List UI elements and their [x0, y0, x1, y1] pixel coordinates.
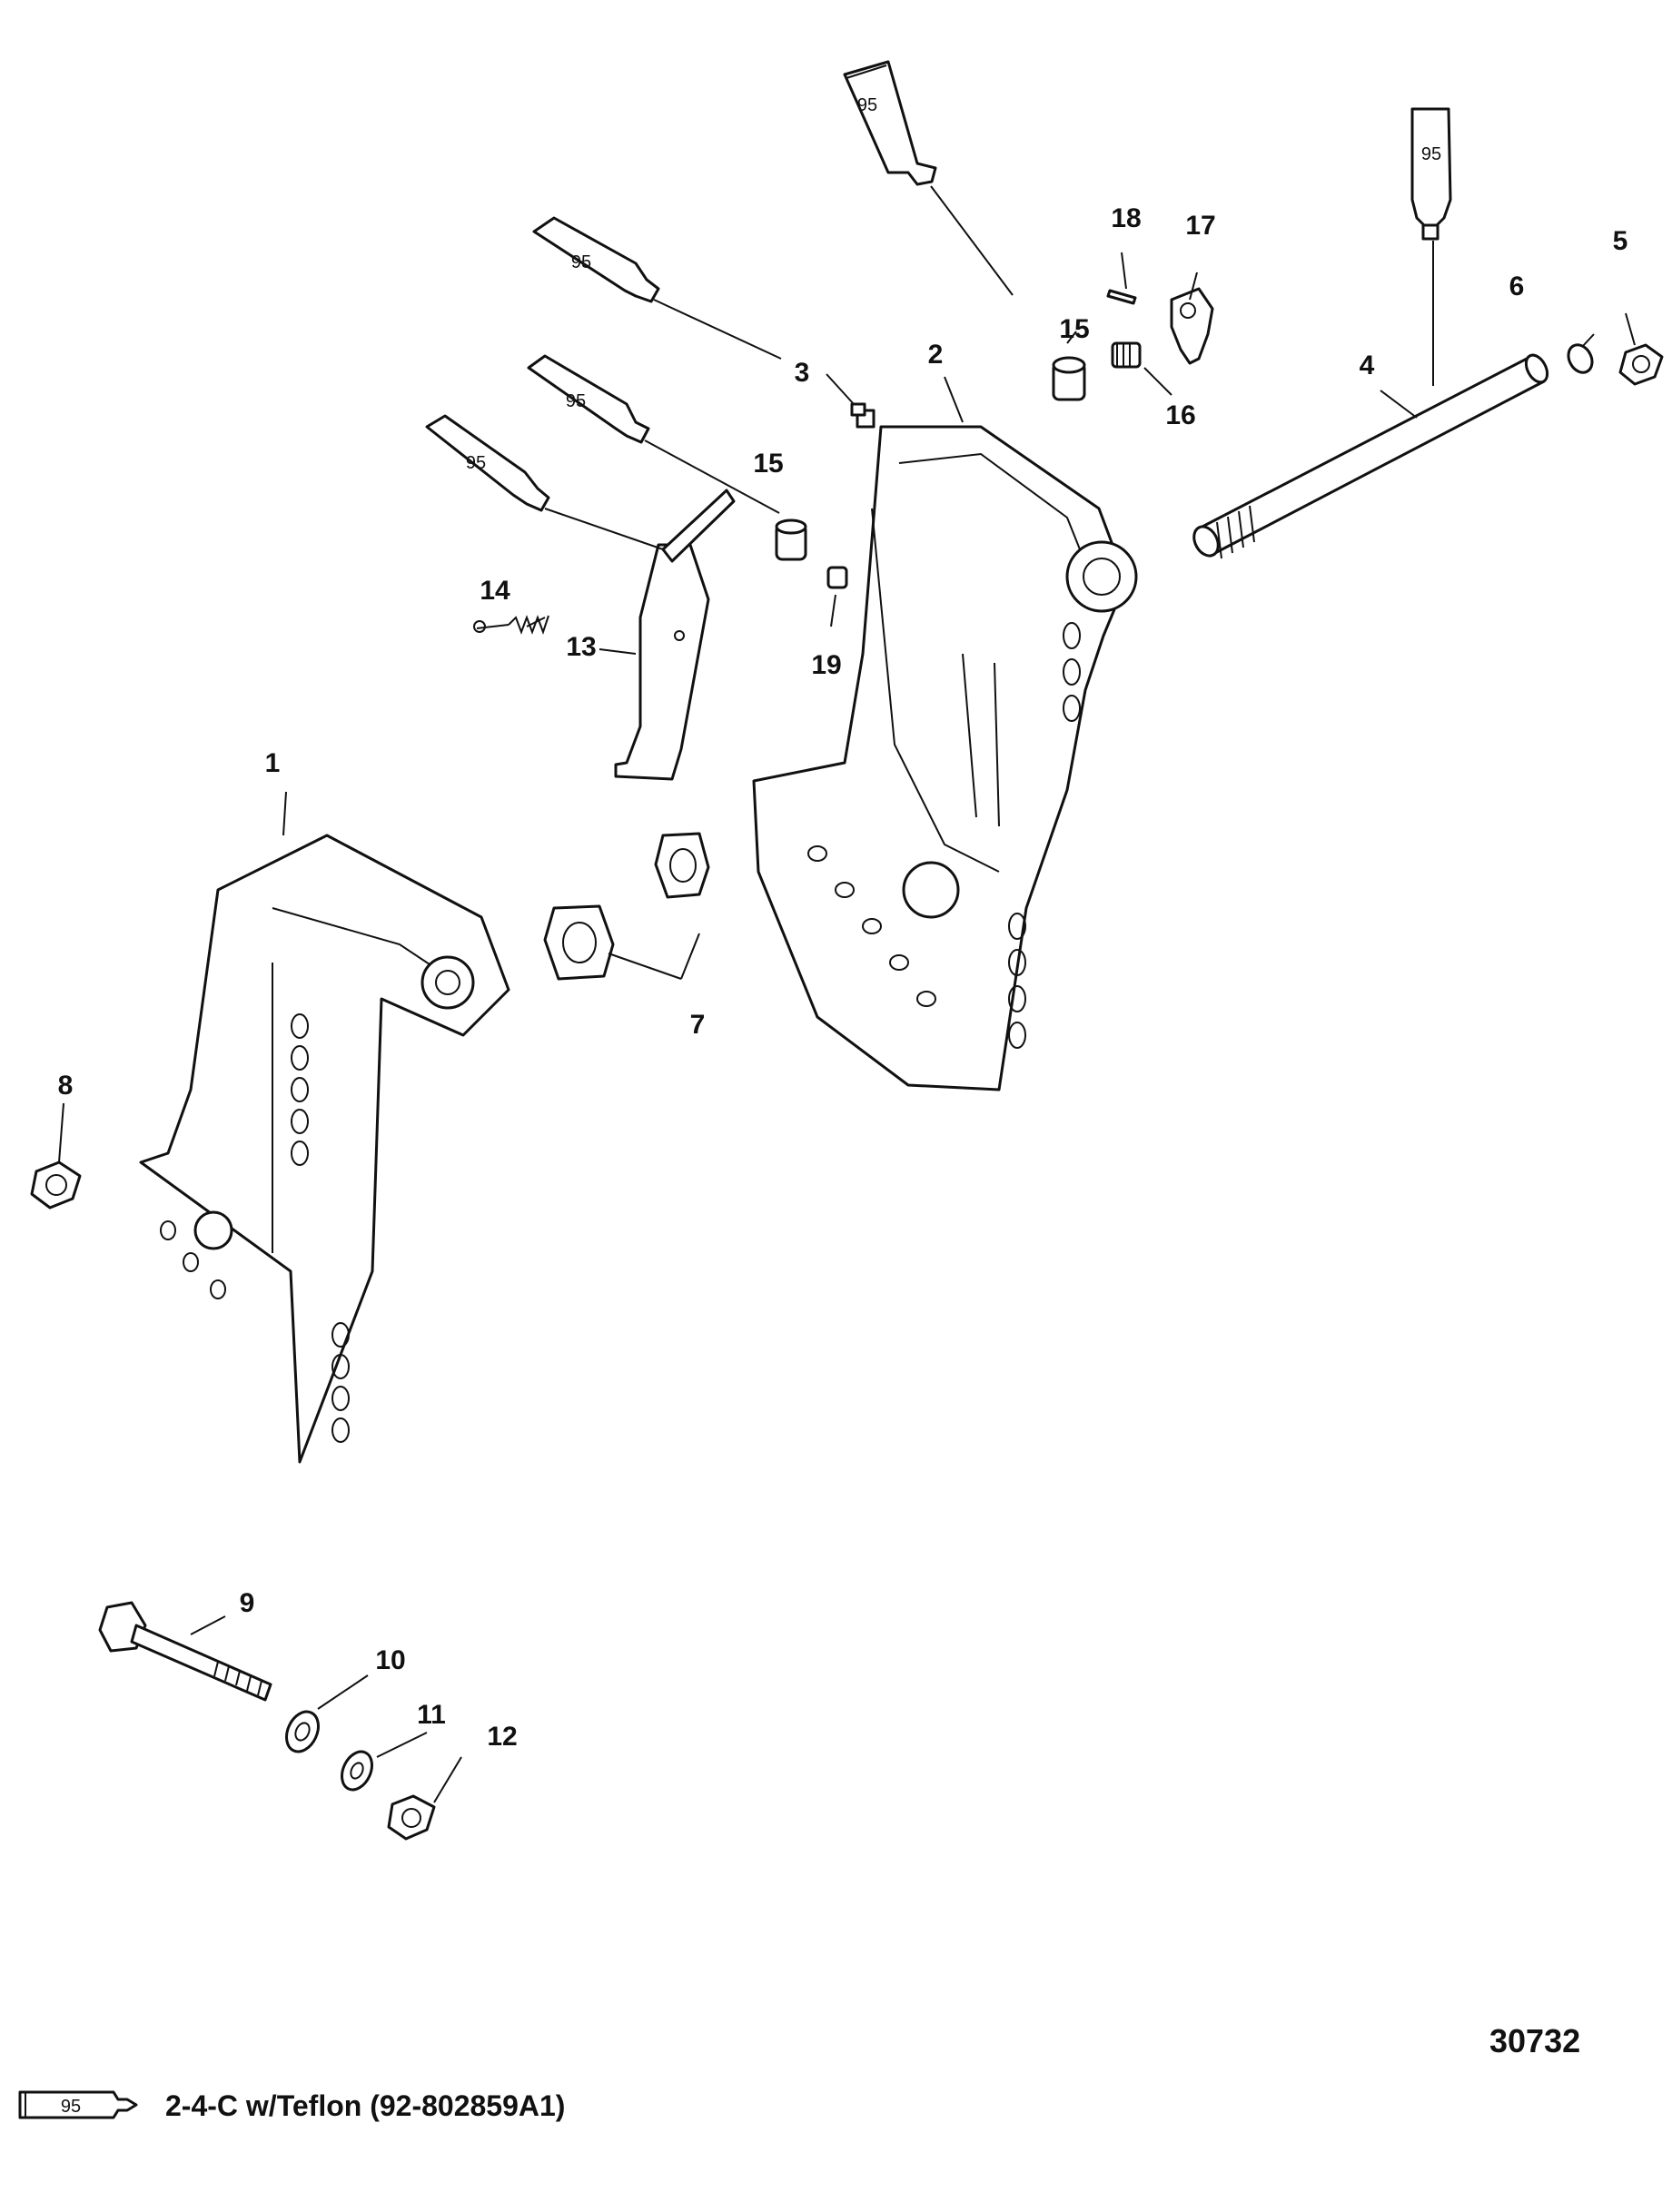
- part-15-bushing-lower: [775, 518, 807, 561]
- figure-number: 30732: [1489, 2022, 1580, 2059]
- part-11-washer: [341, 1750, 373, 1792]
- callout-numbers: 1 2 3 4 5 6 7 8 9 10 11 12 13 14 15 15 1…: [58, 203, 1628, 1752]
- part-13-tilt-lock-lever: [614, 489, 736, 781]
- lubricant-tube-top-right: 95: [1410, 107, 1452, 241]
- callout-1: 1: [265, 748, 281, 778]
- callout-19: 19: [811, 650, 841, 680]
- part-2-clamp-bracket: [752, 425, 1138, 1091]
- lubricant-tube-left-lower: 95: [425, 414, 550, 512]
- legend-lubricant-tube-icon: 95: [18, 2090, 138, 2119]
- svg-text:95: 95: [61, 2097, 81, 2117]
- callout-13: 13: [566, 632, 596, 662]
- callout-16: 16: [1165, 400, 1195, 430]
- part-4-tilt-tube: [1192, 353, 1549, 559]
- part-8-nut: [30, 1160, 82, 1210]
- lubricant-tube-left-upper: 95: [532, 216, 660, 303]
- svg-text:95: 95: [571, 252, 591, 272]
- part-16-spring-coil: [1111, 341, 1142, 369]
- part-1-bolt-holes: [160, 1013, 350, 1443]
- part-1-clamp-bracket: [139, 834, 510, 1464]
- callout-2: 2: [928, 340, 944, 370]
- callout-4: 4: [1360, 351, 1375, 380]
- svg-text:95: 95: [566, 391, 586, 411]
- callout-8: 8: [58, 1071, 74, 1101]
- legend: 95 2-4-C w/Teflon (92-802859A1): [18, 2089, 565, 2122]
- callout-6: 6: [1509, 272, 1525, 301]
- part-6-tube-washer: [1567, 343, 1594, 374]
- callout-11: 11: [417, 1700, 446, 1730]
- callout-14: 14: [480, 576, 510, 606]
- callout-5: 5: [1613, 226, 1628, 256]
- part-7-washers: [543, 832, 710, 981]
- part-17-cam: [1170, 287, 1214, 365]
- part-2-bolt-holes: [807, 622, 1081, 1049]
- part-18-roll-pin: [1106, 289, 1137, 305]
- svg-text:95: 95: [1421, 144, 1441, 164]
- callout-10: 10: [375, 1645, 405, 1675]
- lubricant-tube-top-center: 95: [843, 60, 937, 186]
- legend-description: 2-4-C w/Teflon (92-802859A1): [165, 2089, 565, 2122]
- part-9-bolt: [98, 1601, 272, 1702]
- callout-15-lower: 15: [753, 449, 783, 479]
- callout-12: 12: [487, 1722, 517, 1752]
- part-10-washer: [285, 1710, 320, 1753]
- part-5-tube-nut: [1618, 343, 1664, 386]
- lubricant-tube-left-middle: 95: [527, 354, 650, 444]
- part-3-grease-fitting: [850, 402, 876, 429]
- part-14-spring: [473, 615, 549, 635]
- callout-9: 9: [240, 1588, 255, 1618]
- callout-18: 18: [1111, 203, 1141, 233]
- part-12-nut: [387, 1794, 436, 1841]
- part-19-pin: [826, 566, 848, 589]
- callout-7: 7: [690, 1010, 706, 1040]
- svg-text:95: 95: [857, 95, 877, 115]
- callout-15-upper: 15: [1059, 314, 1089, 344]
- svg-text:95: 95: [466, 453, 486, 473]
- part-15-bushing-upper: [1052, 356, 1086, 401]
- leader-lines: [58, 185, 1636, 1803]
- callout-3: 3: [795, 358, 810, 388]
- callout-17: 17: [1185, 211, 1215, 241]
